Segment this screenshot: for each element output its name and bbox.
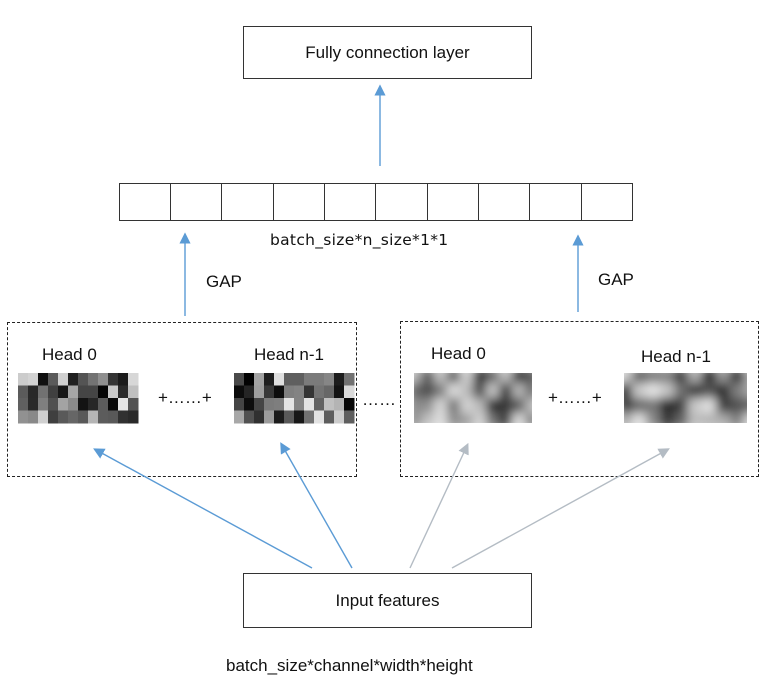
arrow-input-to-right-head-0: [409, 442, 469, 569]
vector-cell: [580, 183, 634, 221]
heatmap-left-head-n-1: [234, 373, 355, 424]
between-groups-ellipsis: ……: [362, 390, 396, 409]
gap-label-right: GAP: [598, 270, 634, 289]
vector-cell: [426, 183, 480, 221]
gap-output-vector: [118, 183, 634, 221]
head-group-left: [7, 322, 357, 477]
gap-label-left: GAP: [206, 272, 242, 291]
vector-cell: [478, 183, 531, 221]
vector-cell: [324, 183, 377, 221]
fully-connection-layer-box: Fully connection layer: [243, 26, 532, 79]
vector-shape-label: batch_size*n_size*1*1: [270, 231, 449, 249]
left-sum-label: +……+: [158, 388, 212, 407]
heatmap-left-head-0: [18, 373, 139, 424]
arrow-input-to-left-head-0: [93, 448, 313, 569]
heatmap-right-head-n-1: [624, 373, 747, 423]
right-head-last-label: Head n-1: [641, 347, 711, 366]
vector-cell: [272, 183, 326, 221]
vector-cell: [118, 183, 172, 221]
heatmap-right-head-0: [414, 373, 532, 423]
right-head-first-label: Head 0: [431, 344, 486, 363]
right-sum-label: +……+: [548, 388, 602, 407]
vector-cell: [529, 183, 582, 221]
left-head-last-label: Head n-1: [254, 345, 324, 364]
head-group-right: [400, 321, 759, 477]
input-features-box: Input features: [243, 573, 532, 628]
vector-cell: [375, 183, 428, 221]
left-head-first-label: Head 0: [42, 345, 97, 364]
input-features-label: Input features: [335, 590, 440, 610]
fully-connection-layer-label: Fully connection layer: [305, 42, 470, 62]
input-shape-label: batch_size*channel*width*height: [226, 656, 473, 675]
arrow-input-to-left-head-n-1: [280, 442, 353, 569]
arrow-input-to-right-head-n-1: [451, 448, 670, 569]
